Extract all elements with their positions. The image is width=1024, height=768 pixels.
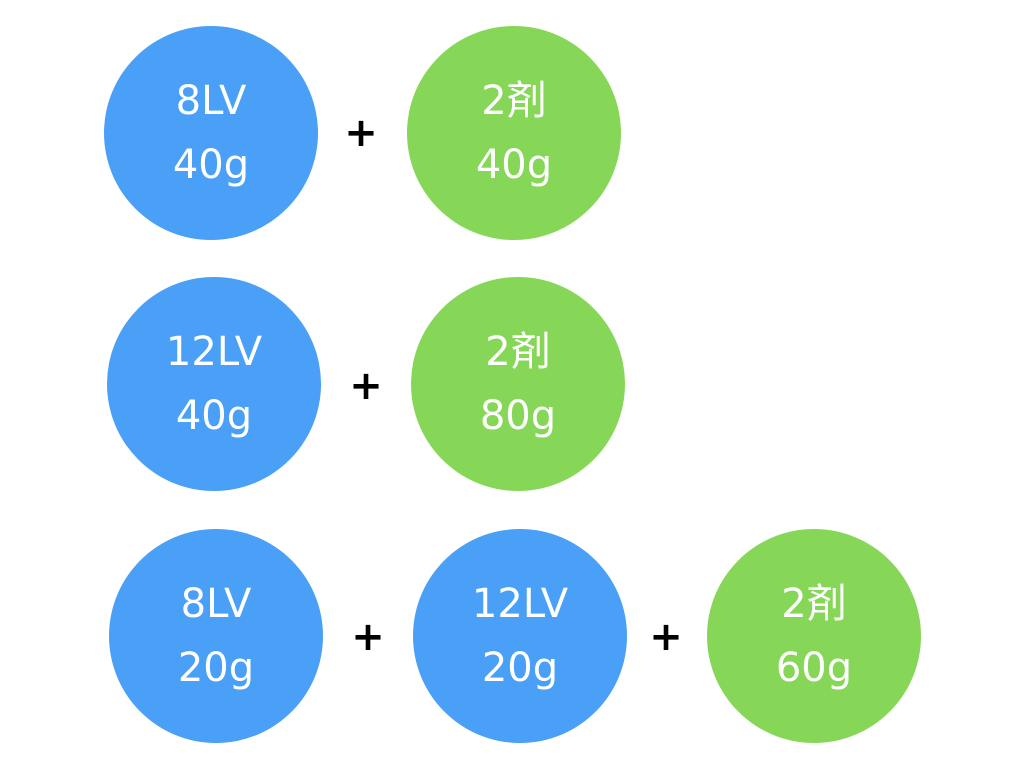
ingredient-circle: 2剤 80g: [411, 277, 625, 491]
ingredient-name: 2剤: [485, 329, 551, 375]
plus-operator: +: [351, 614, 385, 660]
ingredient-name: 8LV: [175, 78, 247, 124]
ingredient-name: 2剤: [781, 581, 847, 627]
ingredient-name: 2剤: [481, 78, 547, 124]
ingredient-name: 12LV: [471, 581, 569, 627]
ingredient-circle: 8LV 40g: [104, 26, 318, 240]
ingredient-amount: 80g: [479, 393, 557, 439]
ingredient-name: 12LV: [165, 329, 263, 375]
ingredient-amount: 40g: [175, 393, 253, 439]
ingredient-amount: 40g: [475, 142, 553, 188]
ingredient-circle: 2剤 40g: [407, 26, 621, 240]
plus-operator: +: [344, 110, 378, 156]
ingredient-amount: 20g: [481, 645, 559, 691]
ingredient-amount: 20g: [177, 645, 255, 691]
ingredient-amount: 60g: [775, 645, 853, 691]
plus-operator: +: [649, 614, 683, 660]
ingredient-circle: 12LV 20g: [413, 529, 627, 743]
ingredient-name: 8LV: [180, 581, 252, 627]
ingredient-circle: 2剤 60g: [707, 529, 921, 743]
ingredient-amount: 40g: [172, 142, 250, 188]
plus-operator: +: [349, 363, 383, 409]
ingredient-circle: 12LV 40g: [107, 277, 321, 491]
ingredient-circle: 8LV 20g: [109, 529, 323, 743]
